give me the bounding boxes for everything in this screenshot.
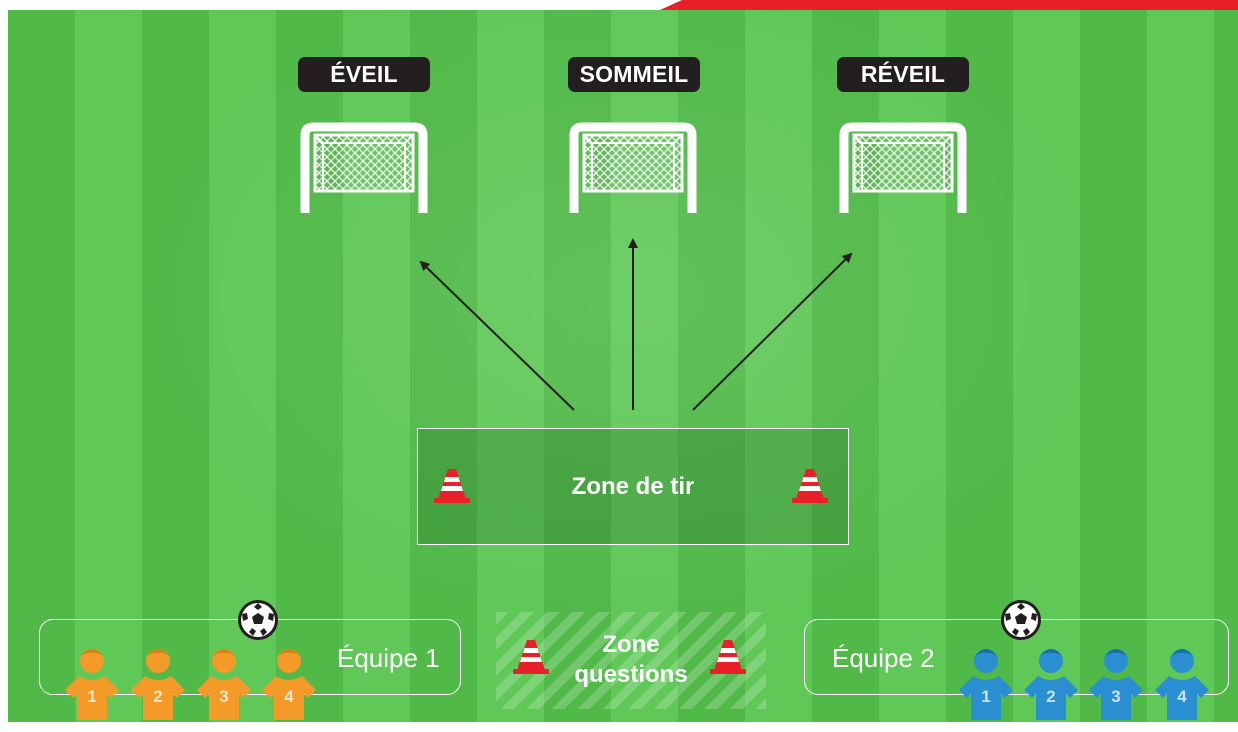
player-jersey-icon — [131, 649, 185, 720]
player-number: 3 — [219, 687, 229, 706]
questions-zone-label: Zone questions — [496, 630, 766, 690]
player-number: 4 — [1177, 687, 1187, 706]
goal-sommeil-icon — [568, 121, 698, 213]
questions-zone-label-line2: questions — [574, 661, 688, 688]
player-number: 1 — [87, 687, 97, 706]
player-jersey-icon — [65, 649, 119, 720]
team-1-label: Équipe 1 — [337, 643, 440, 673]
traffic-cone-icon — [512, 638, 550, 676]
player-jersey-icon — [1024, 649, 1078, 720]
player-number: 3 — [1111, 687, 1121, 706]
team-1-player-4: 4 — [258, 644, 320, 720]
team-2-player-1: 1 — [955, 644, 1017, 720]
team-2-player-3: 3 — [1085, 644, 1147, 720]
player-number: 2 — [1046, 687, 1056, 706]
shooting-zone: Zone de tir — [417, 428, 849, 545]
player-number: 4 — [284, 687, 294, 706]
goal-label-reveil: RÉVEIL — [837, 57, 969, 92]
shooting-zone-label: Zone de tir — [571, 473, 695, 500]
player-number: 1 — [981, 687, 991, 706]
goal-reveil-icon — [838, 121, 968, 213]
team-1-player-2: 2 — [127, 644, 189, 720]
player-jersey-icon — [197, 649, 251, 720]
goal-label-eveil: ÉVEIL — [298, 57, 430, 92]
goal-label-sommeil: SOMMEIL — [568, 57, 700, 92]
traffic-cone-icon — [433, 467, 471, 505]
soccer-ball-icon — [237, 599, 279, 641]
team-2-player-2: 2 — [1020, 644, 1082, 720]
player-jersey-icon — [1089, 649, 1143, 720]
team-2-label: Équipe 2 — [832, 643, 935, 673]
soccer-ball-icon — [1000, 599, 1042, 641]
player-jersey-icon — [262, 649, 316, 720]
traffic-cone-icon — [709, 638, 747, 676]
corner-accent — [660, 0, 1238, 10]
player-number: 2 — [153, 687, 163, 706]
traffic-cone-icon — [791, 467, 829, 505]
player-jersey-icon — [1155, 649, 1209, 720]
goal-eveil-icon — [299, 121, 429, 213]
team-1-player-1: 1 — [61, 644, 123, 720]
team-1-player-3: 3 — [193, 644, 255, 720]
player-jersey-icon — [959, 649, 1013, 720]
questions-zone-label-line1: Zone — [602, 631, 660, 658]
team-2-player-4: 4 — [1151, 644, 1213, 720]
